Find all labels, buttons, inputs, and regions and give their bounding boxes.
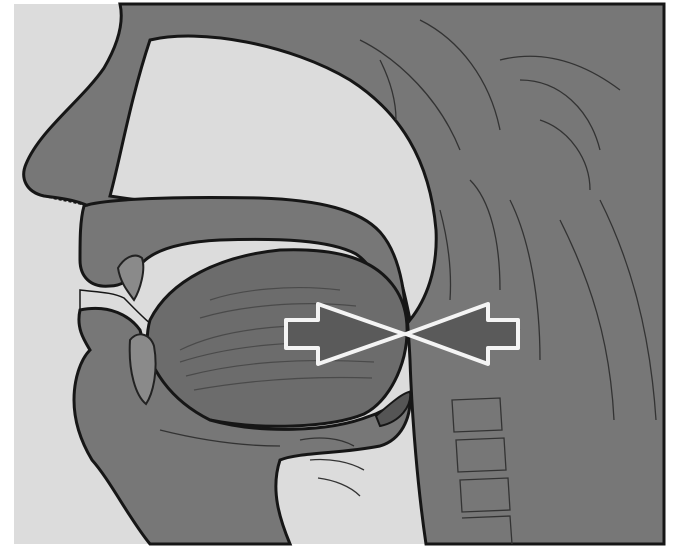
vocal-tract-diagram (0, 0, 677, 548)
